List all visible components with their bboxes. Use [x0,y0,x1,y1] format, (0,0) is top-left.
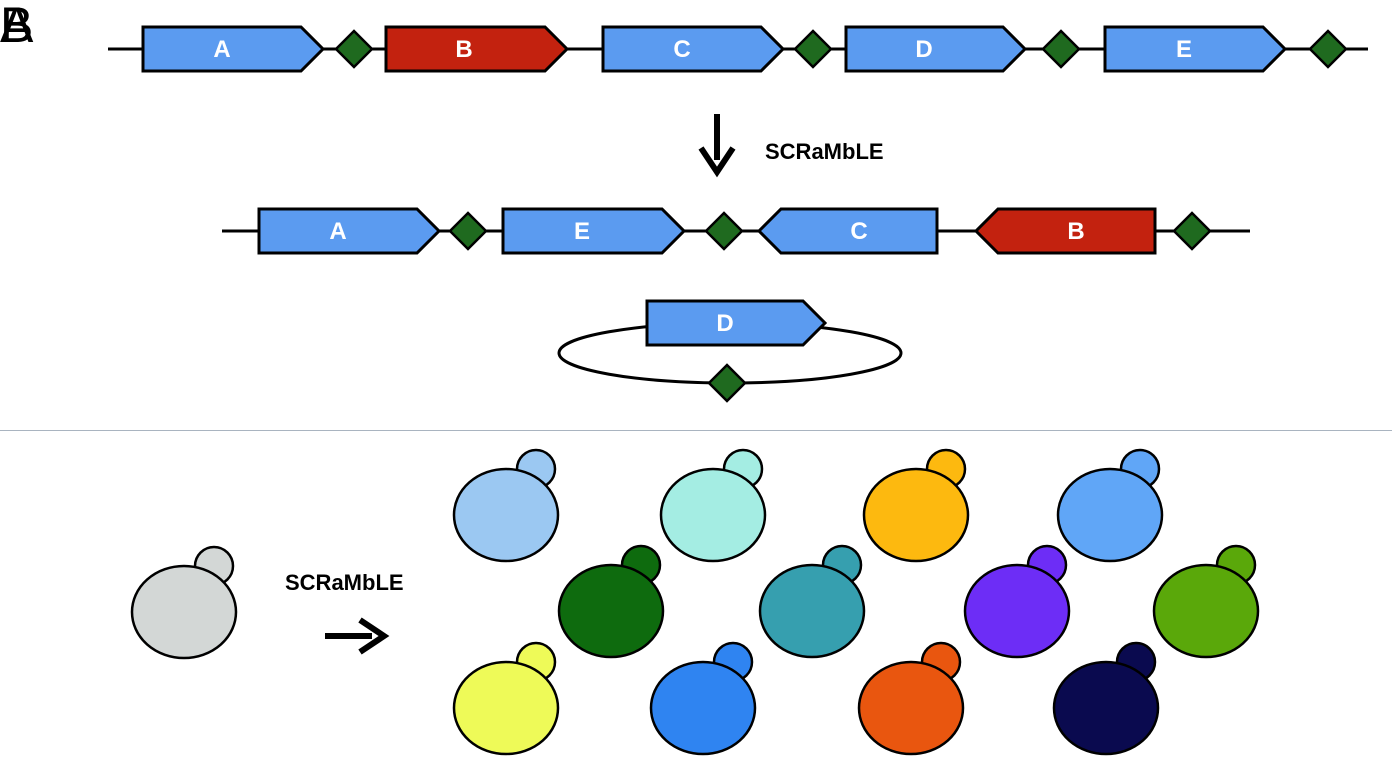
gene-label: C [850,218,867,245]
panel-divider [0,430,1392,431]
loxp-site-icon [1172,211,1212,251]
gene-b-reverse: B [973,207,1157,255]
gene-a: A [141,25,326,73]
progeny-yeast-cell [452,448,560,563]
loxp-site-icon [448,211,488,251]
gene-a: A [257,207,442,255]
loxp-site-icon [1041,29,1081,69]
progeny-yeast-cell [649,641,757,756]
gene-c: C [601,25,786,73]
panel-a-label: A [0,0,34,53]
gene-c-reverse: C [756,207,939,255]
gene-d: D [844,25,1028,73]
loxp-site-icon [704,211,744,251]
scramble-label-b: SCRaMbLE [285,570,404,595]
yeast-cells [130,448,1260,756]
gene-label: B [455,36,472,63]
gene-label: D [915,36,932,63]
gene-b: B [384,25,570,73]
original-chromosome: A B C D E [108,25,1368,73]
scramble-arrow-right-icon [325,617,390,655]
progeny-yeast-cell [1152,544,1260,659]
gene-e: E [501,207,687,255]
loxp-site-icon [793,29,833,69]
scramble-arrow-down-icon [698,114,736,178]
gene-d: D [645,299,828,347]
progeny-yeast-cell [857,641,965,756]
panel-b-label: B [0,0,34,53]
progeny-yeast-cell [963,544,1071,659]
gene-label: B [1067,218,1084,245]
gene-label: E [1176,36,1192,63]
progeny-yeast-cell [452,641,560,756]
progeny-yeast-cell [1056,448,1164,563]
excised-circle: D [557,299,903,403]
gene-label: D [716,310,733,337]
gene-e: E [1103,25,1288,73]
progeny-yeast-cell [862,448,970,563]
gene-label: A [213,36,230,63]
progeny-yeast-cell [659,448,767,563]
scrambled-chromosome: A E C B [222,207,1250,255]
progeny-yeast-cell [1052,641,1160,756]
gene-label: E [574,218,590,245]
scramble-label-a: SCRaMbLE [765,139,884,164]
gene-label: A [329,218,346,245]
loxp-site-icon [1308,29,1348,69]
progeny-yeast-cell [557,544,665,659]
gene-label: C [673,36,690,63]
parent-yeast-cell [130,545,238,660]
progeny-yeast-cell [758,544,866,659]
loxp-site-icon [707,363,747,403]
loxp-site-icon [334,29,374,69]
